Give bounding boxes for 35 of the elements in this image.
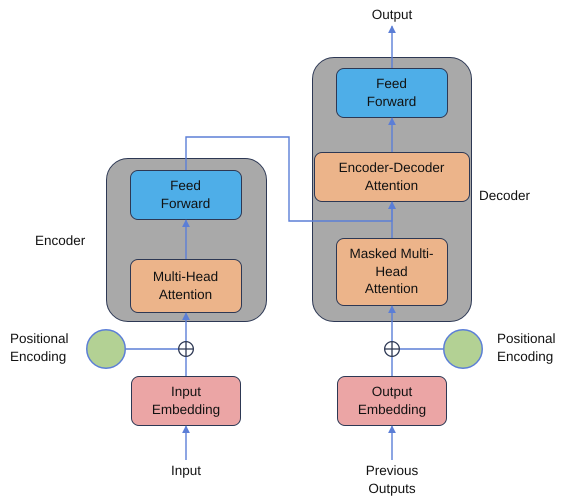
box-label: Feed Forward [366,74,418,110]
arrow [388,117,396,152]
process-box [336,238,448,306]
box-label: Masked Multi-Head Attention [349,245,434,298]
circle-caption: Positional Encoding [497,330,557,366]
process-box [337,376,447,426]
adder-symbol [178,341,194,357]
group-label: Encoder [35,233,86,248]
arrow [182,312,190,341]
arrow [388,305,396,341]
process-box [314,152,470,202]
connector-line [400,348,443,350]
connector-line [185,357,187,376]
connector-line [391,357,393,376]
box-label: Multi-Head Attention [152,268,220,304]
box-label: Output Embedding [356,383,428,419]
arrow [182,219,190,259]
group-label: Decoder [479,188,530,203]
arrow [182,425,190,460]
process-box [130,258,242,312]
io-label: Previous Outputs [364,462,420,498]
process-box [131,376,241,426]
connector-line [126,348,178,350]
box-label: Encoder-Decoder Attention [338,158,446,194]
io-label: Output [372,6,412,24]
arrow [388,201,396,238]
box-label: Feed Forward [160,176,212,212]
arrow [388,25,396,68]
circle-caption: Positional Encoding [10,330,70,366]
io-label: Input [170,462,202,480]
process-box [130,170,242,220]
process-box [336,68,448,118]
adder-symbol [384,341,400,357]
box-label: Input Embedding [150,383,222,419]
arrow [388,425,396,460]
